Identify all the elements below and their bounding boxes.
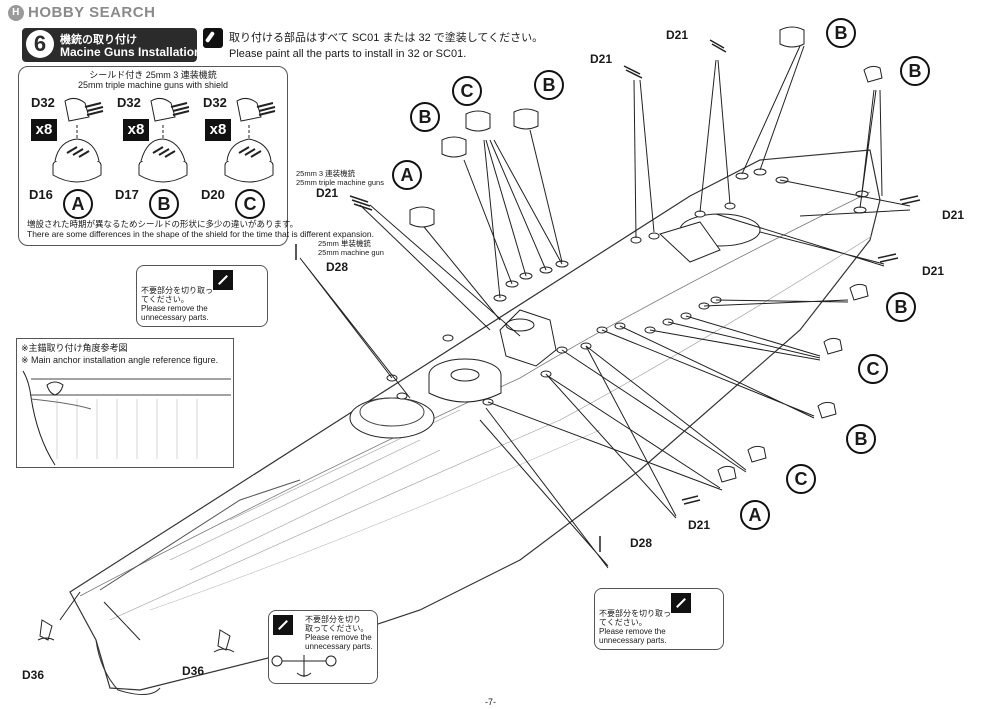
watermark-text: HOBBY SEARCH: [28, 4, 156, 21]
remove-parts-jp1: 不要部分を切り取っ: [599, 609, 671, 618]
gun-variant-c: D32 x8 D20 C: [201, 95, 281, 219]
callout-letter-b: B: [534, 70, 564, 100]
gun-variant-a: D32 x8 D16 A: [29, 95, 109, 219]
step-number: 6: [26, 30, 54, 58]
callout-letter-c: C: [858, 354, 888, 384]
remove-parts-callout: 不要部分を切り 取ってください。 Please remove the unnec…: [268, 610, 378, 684]
callout-letter-a: A: [392, 160, 422, 190]
anchor-panel-title: ※主錨取り付け角度参考図 ※ Main anchor installation …: [21, 342, 218, 366]
gun-variant-b: D32 x8 D17 B: [115, 95, 195, 219]
gun-mount-drawing: [138, 97, 190, 183]
remove-parts-callout: 不要部分を切り取っ てください。 Please remove the unnec…: [136, 265, 268, 327]
shield-variants-panel: シールド付き 25mm 3 連装機銃 25mm triple machine g…: [18, 66, 374, 246]
remove-parts-en2: unnecessary parts.: [305, 642, 373, 651]
remove-parts-jp1: 不要部分を切り: [305, 615, 361, 624]
shield-panel-title-jp: シールド付き 25mm 3 連装機銃: [89, 70, 217, 80]
anchor-reference-panel: ※主錨取り付け角度参考図 ※ Main anchor installation …: [16, 338, 234, 468]
part-label: D16: [29, 187, 53, 202]
remove-parts-en1: Please remove the: [305, 633, 372, 642]
callout-letter-b: B: [886, 292, 916, 322]
part-label: D32: [31, 95, 55, 110]
paint-instruction-jp: 取り付ける部品はすべて SC01 または 32 で塗装してください。: [229, 32, 544, 44]
anchor-panel-title-en: ※ Main anchor installation angle referen…: [21, 355, 219, 365]
remove-parts-jp2: てください。: [599, 618, 647, 627]
variant-letter: C: [235, 189, 265, 219]
shield-panel-title-en: 25mm triple machine guns with shield: [77, 80, 229, 90]
part-label-d36: D36: [182, 664, 205, 678]
triple-gun-note: 25mm 3 連装機銃 25mm triple machine guns: [296, 169, 384, 187]
remove-parts-jp2: てください。: [141, 295, 189, 304]
quantity-badge: x8: [205, 119, 231, 141]
callout-letter-c: C: [452, 76, 482, 106]
callout-letter-b: B: [846, 424, 876, 454]
part-label-d21: D21: [688, 518, 711, 532]
remove-parts-en2: unnecessary parts.: [599, 636, 667, 645]
gun-mount-drawing: [224, 97, 276, 183]
callout-letter-b: B: [900, 56, 930, 86]
single-gun-note: 25mm 単装機銃 25mm machine gun: [318, 239, 384, 257]
part-label: D17: [115, 187, 139, 202]
anchor-sprue-drawing: [271, 655, 337, 677]
remove-parts-en1: Please remove the: [141, 304, 208, 313]
remove-parts-callout: 不要部分を切り取っ てください。 Please remove the unnec…: [594, 588, 724, 650]
triple-gun-note-en: 25mm triple machine guns: [296, 177, 384, 187]
triple-gun-note-jp: 25mm 3 連装機銃: [296, 169, 356, 178]
remove-parts-en1: Please remove the: [599, 627, 666, 636]
watermark: H HOBBY SEARCH: [8, 4, 155, 21]
single-gun-note-jp: 25mm 単装機銃: [318, 239, 371, 248]
part-label: D32: [203, 95, 227, 110]
page-number: -7-: [485, 697, 496, 707]
step-title-en: Macine Guns Installation: [60, 45, 202, 59]
callout-letter-b: B: [410, 102, 440, 132]
remove-parts-text: 不要部分を切り取っ てください。 Please remove the unnec…: [141, 286, 213, 322]
variant-letter: B: [149, 189, 179, 219]
remove-parts-text: 不要部分を切り取っ てください。 Please remove the unnec…: [599, 609, 671, 645]
part-label: D32: [117, 95, 141, 110]
single-gun-note-en: 25mm machine gun: [318, 247, 384, 257]
shield-difference-note-jp: 増設された時期が異なるためシールドの形状に多少の違いがあります。: [27, 219, 299, 229]
variant-letter: A: [63, 189, 93, 219]
part-label-d21: D21: [942, 208, 965, 222]
callout-letter-c: C: [786, 464, 816, 494]
part-label-d36: D36: [22, 668, 45, 682]
remove-parts-jp1: 不要部分を切り取っ: [141, 286, 213, 295]
callout-letter-b: B: [826, 18, 856, 48]
quantity-badge: x8: [123, 119, 149, 141]
part-label-d28: D28: [326, 260, 349, 274]
cut-icon: [213, 270, 233, 290]
remove-parts-text: 不要部分を切り 取ってください。 Please remove the unnec…: [305, 615, 373, 651]
part-label: D20: [201, 187, 225, 202]
cut-icon: [273, 615, 293, 635]
remove-parts-jp2: 取ってください。: [305, 624, 369, 633]
gun-mount-drawing: [52, 97, 104, 183]
part-label-d21: D21: [316, 186, 339, 200]
bow-anchor-drawing: [22, 370, 231, 466]
cut-icon: [671, 593, 691, 613]
shield-difference-note-en: There are some differences in the shape …: [27, 229, 374, 239]
part-label-d21: D21: [590, 52, 613, 66]
part-label-d21: D21: [922, 264, 945, 278]
paint-instruction-en: Please paint all the parts to install in…: [229, 48, 467, 60]
remove-parts-en2: unnecessary parts.: [141, 313, 209, 322]
part-label-d21: D21: [666, 28, 689, 42]
part-label-d28: D28: [630, 536, 653, 550]
step-header: 6 機銃の取り付け Macine Guns Installation: [22, 28, 201, 62]
anchor-panel-title-jp: ※主錨取り付け角度参考図: [21, 343, 128, 353]
watermark-logo: H: [8, 4, 24, 21]
quantity-badge: x8: [31, 119, 57, 141]
step-title-jp: 機銃の取り付け: [60, 34, 137, 46]
paint-brush-icon: [203, 28, 223, 48]
paint-instruction: 取り付ける部品はすべて SC01 または 32 で塗装してください。 Pleas…: [229, 30, 543, 62]
shield-difference-note: 増設された時期が異なるためシールドの形状に多少の違いがあります。 There a…: [27, 219, 374, 239]
callout-letter-a: A: [740, 500, 770, 530]
